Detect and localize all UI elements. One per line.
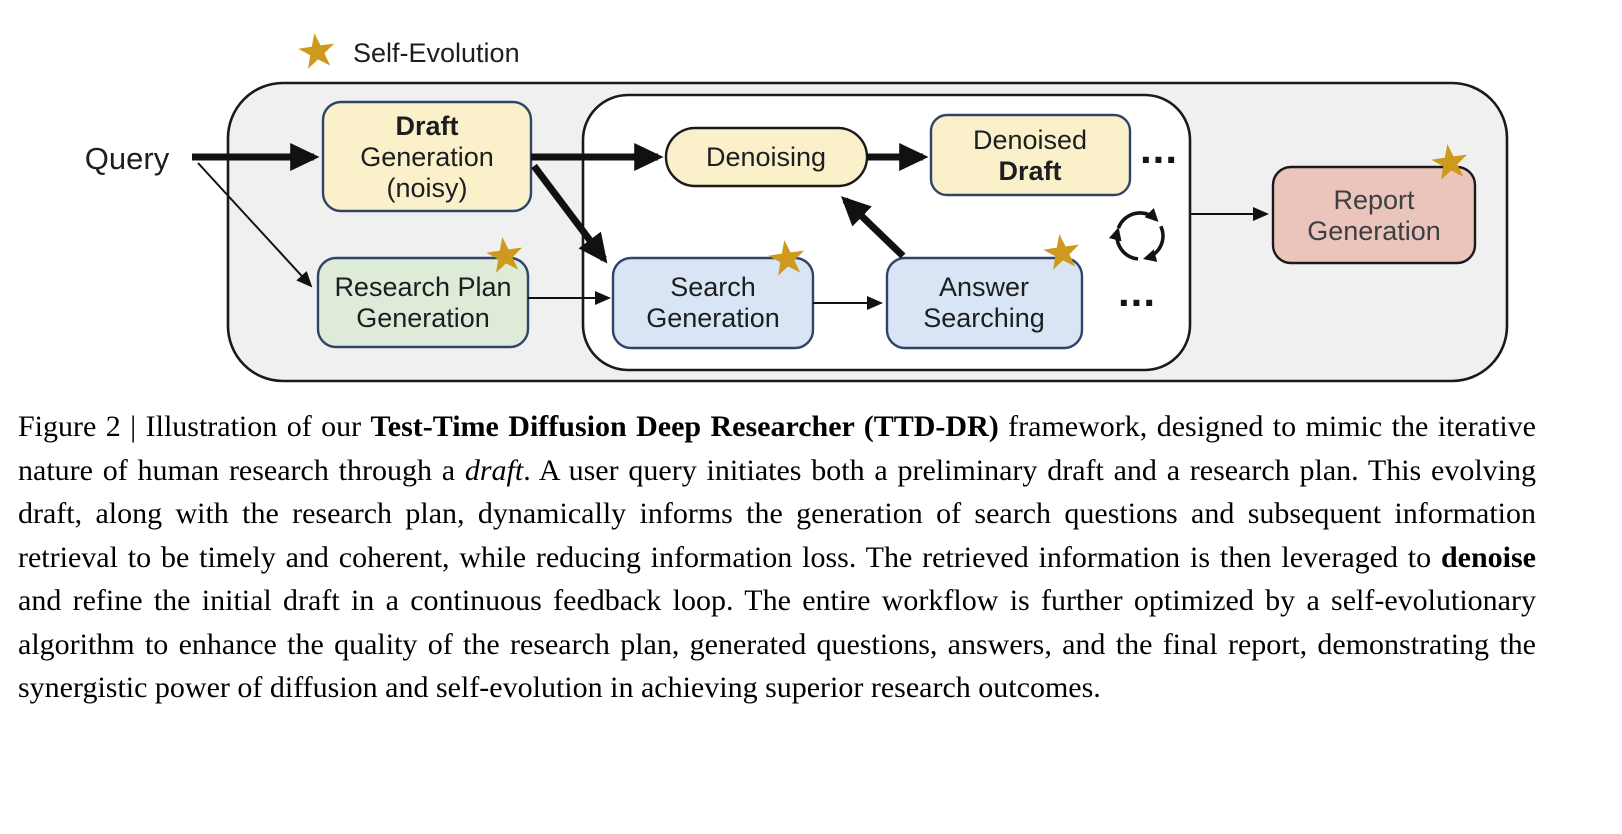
ellipsis-bottom: ...: [1118, 268, 1156, 315]
caption-draft-italic: draft: [464, 453, 524, 487]
node-label: Draft: [998, 156, 1061, 186]
node-label: Generation: [1307, 216, 1441, 246]
node-research-plan-generation: Research Plan Generation: [316, 256, 530, 349]
iteration-cycle-icon: [1108, 208, 1165, 262]
legend: Self-Evolution: [296, 30, 520, 70]
caption-text: and refine the initial draft in a contin…: [18, 584, 1536, 704]
arrow-query-to-research-plan: [197, 162, 313, 288]
caption-figure-label: Figure 2 | Illustration of our: [18, 410, 371, 443]
node-label: Search: [670, 272, 756, 302]
node-denoised-draft: Denoised Draft: [929, 113, 1132, 197]
caption-text: framework, designed to mimic the iterati…: [18, 410, 1536, 487]
legend-label: Self-Evolution: [353, 38, 520, 68]
caption-denoise-bold: denoise: [1440, 540, 1536, 574]
node-label: Denoised: [973, 125, 1087, 155]
node-report-generation: Report Generation: [1271, 165, 1477, 265]
figure-2: Self-Evolution Query Draft Generation (n…: [0, 30, 1622, 710]
node-answer-searching: Answer Searching: [885, 256, 1084, 350]
arrows: [192, 143, 1269, 310]
arrow-answer-to-denoising: [840, 196, 906, 259]
node-search-generation: Search Generation: [611, 256, 815, 350]
node-label: Generation: [646, 303, 780, 333]
ellipsis-top: ...: [1140, 125, 1178, 172]
figure-caption: Figure 2 | Illustration of our Test-Time…: [0, 400, 1622, 710]
node-label: Generation: [356, 303, 490, 333]
query-label: Query: [85, 141, 170, 176]
node-label: Report: [1333, 185, 1415, 215]
node-label: Draft: [395, 111, 458, 141]
arrow-draft-to-search-generation: [531, 163, 608, 264]
node-label: (noisy): [386, 173, 467, 203]
ttd-dr-diagram: Self-Evolution Query Draft Generation (n…: [85, 30, 1509, 383]
node-label: Answer: [939, 272, 1029, 302]
node-label: Searching: [923, 303, 1045, 333]
node-label: Denoising: [706, 142, 826, 172]
caption-text: . A user query initiates both a prelimin…: [18, 453, 1536, 574]
node-label: Research Plan: [334, 272, 511, 302]
self-evolution-star-icon: [296, 30, 338, 70]
caption-framework-name: Test-Time Diffusion Deep Researcher (TTD…: [370, 410, 999, 443]
node-denoising: Denoising: [664, 126, 869, 188]
node-label: Generation: [360, 142, 494, 172]
node-draft-generation: Draft Generation (noisy): [321, 100, 533, 213]
